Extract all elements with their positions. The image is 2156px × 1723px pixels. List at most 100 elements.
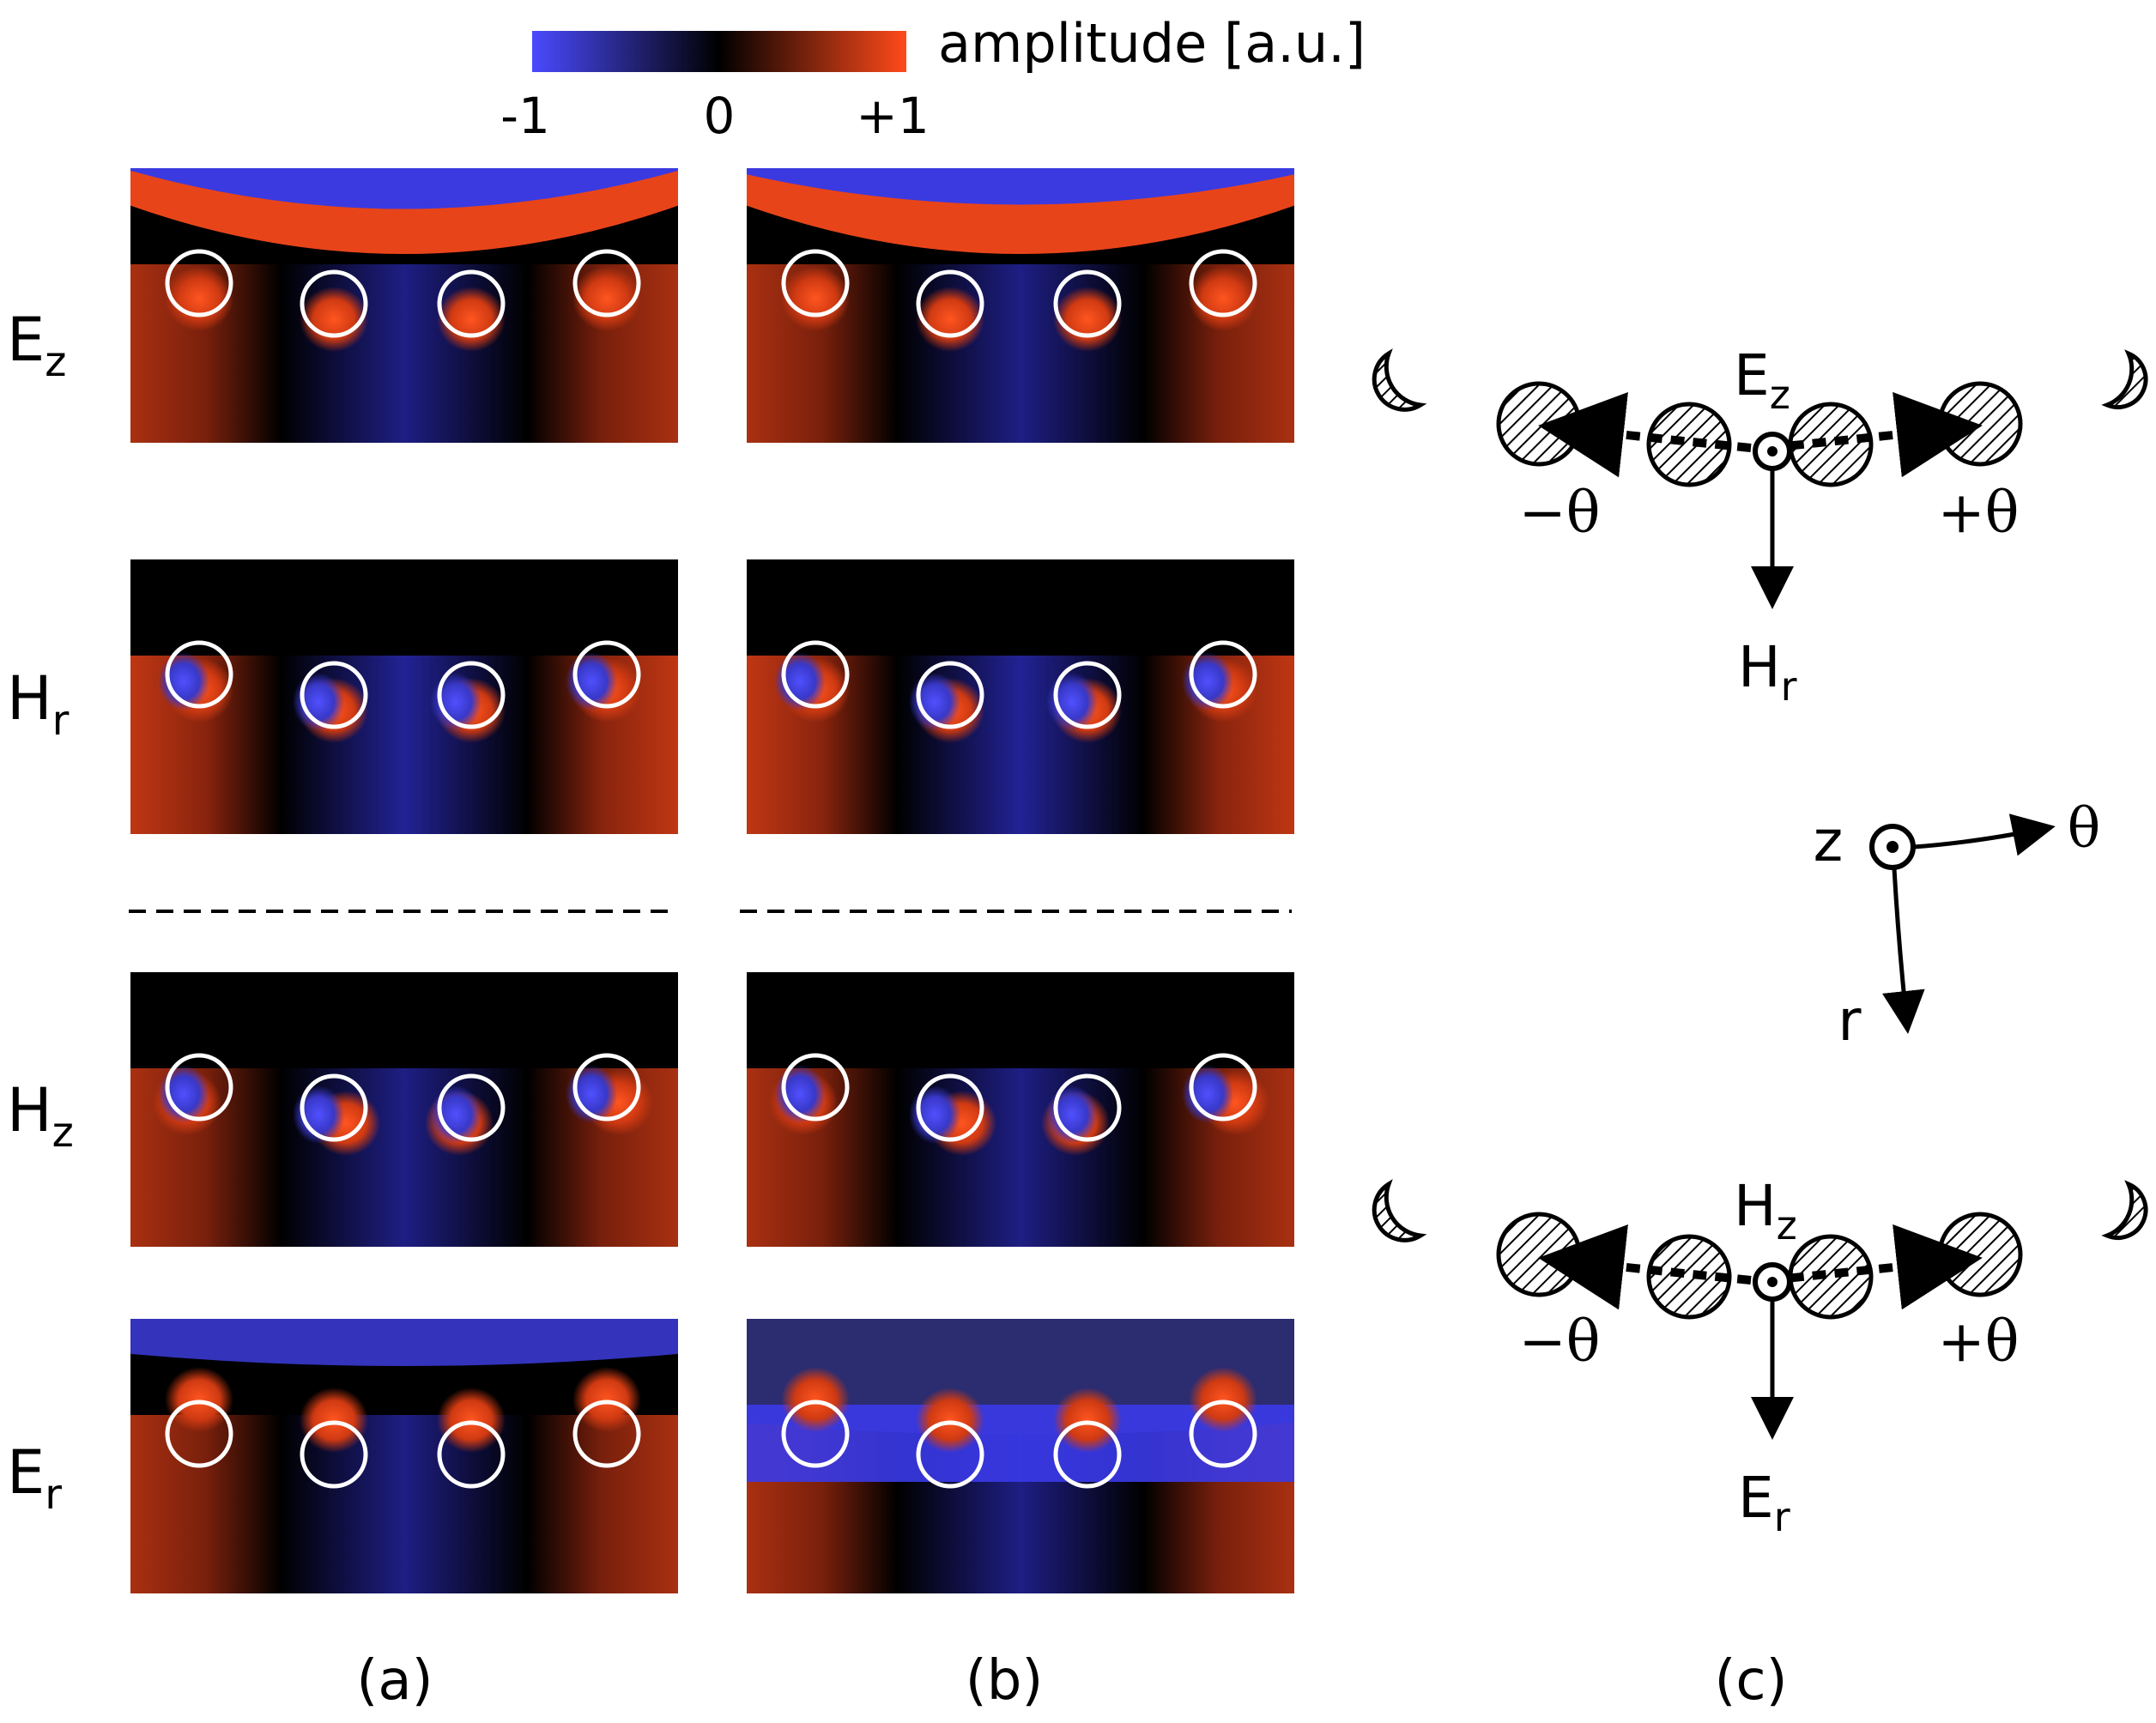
arrow-minus-theta-bottom [1538, 1224, 1752, 1310]
colorbar: amplitude [a.u.] -1 0 +1 [500, 12, 1366, 145]
out-of-plane-dot [1767, 446, 1777, 456]
panel-top-band-red [747, 174, 1294, 254]
arrow-minus-theta-top [1538, 391, 1752, 478]
field-coldspot [1182, 652, 1233, 710]
field-coldspot [158, 652, 209, 710]
rod-outline [1189, 640, 1257, 709]
rod-outline [781, 249, 850, 317]
field-coldspot [1182, 1065, 1233, 1123]
field-coldspot [1046, 1085, 1098, 1144]
field-hotspot [300, 287, 368, 352]
field-hotspot [781, 1367, 850, 1432]
label-minus-theta-bottom: −θ [1518, 1309, 1600, 1375]
field-coldspot [774, 1065, 826, 1123]
rod-inner-left-bottom [1646, 1234, 1732, 1320]
field-hotspot [437, 287, 506, 352]
rod-outer-left-bottom [1496, 1212, 1582, 1297]
rod-outline [1053, 1073, 1122, 1142]
rod-outline [572, 640, 641, 709]
rod-outline [572, 249, 641, 317]
field-hotspot [916, 1387, 984, 1453]
rod-outer-left-top [1496, 381, 1582, 467]
rod-outline [1189, 249, 1257, 317]
field-coldspot [430, 1085, 481, 1144]
colorbar-tick-min: -1 [500, 87, 550, 145]
rod-outer-right-bottom [1937, 1212, 2023, 1297]
axis-label-z: z [1814, 808, 1844, 874]
row-labels: Ez Hr Hz Er [7, 305, 74, 1519]
field-coldspot [774, 652, 826, 710]
rod-outline [1053, 269, 1122, 338]
field-hotspot [1053, 287, 1122, 352]
rod-outline [437, 269, 506, 338]
rod-outline [165, 249, 233, 317]
field-hotspot [1189, 266, 1257, 331]
field-panel-hz-b [747, 972, 1294, 1247]
rod-outline [781, 1400, 850, 1468]
field-panel-hr-a [130, 559, 678, 834]
label-plus-theta-top: +θ [1937, 480, 2019, 546]
axis-r-arrow [1881, 868, 1925, 1034]
rod-outline [572, 1400, 641, 1468]
rod-outline [165, 1400, 233, 1468]
rod-outline [572, 1053, 641, 1121]
axis-theta-arrow [1913, 813, 2056, 856]
field-coldspot [566, 652, 617, 710]
rod-outline [300, 269, 368, 338]
field-panel-er-b [747, 1319, 1294, 1593]
row-label-er: Er [7, 1437, 62, 1519]
field-coldspot [909, 1085, 960, 1144]
colorbar-tick-mid: 0 [704, 87, 736, 145]
rod-inner-left-top [1646, 402, 1732, 487]
field-hotspot [300, 1387, 368, 1453]
field-panel-hz-a [130, 972, 678, 1247]
panel-stripes [130, 1415, 678, 1593]
diagram-top: Ez Hr −θ +θ [1372, 342, 2148, 710]
field-hotspot [165, 266, 233, 331]
field-hotspot [781, 266, 850, 331]
rod-outline [916, 661, 984, 729]
panel-top-band [130, 1319, 678, 1366]
field-hotspot [1189, 1367, 1257, 1432]
field-coldspot [158, 1065, 209, 1123]
field-coldspot [566, 1065, 617, 1123]
label-arrow-top: Hr [1738, 634, 1797, 710]
rod-outline [165, 1053, 233, 1121]
field-hotspot [1053, 1387, 1122, 1453]
rod-outline [300, 1073, 368, 1142]
field-coldspot [909, 673, 960, 731]
rod-outline [300, 661, 368, 729]
axis-origin-dot [1886, 841, 1899, 853]
field-panel-ez-b [747, 168, 1294, 443]
out-of-plane-dot-bottom [1767, 1277, 1777, 1287]
rod-outline [1189, 1053, 1257, 1121]
field-coldspot [293, 1085, 344, 1144]
rod-outline [916, 269, 984, 338]
label-plus-theta-bottom: +θ [1937, 1309, 2019, 1375]
label-center-bottom: Hz [1734, 1173, 1797, 1248]
rod-outline [300, 1420, 368, 1489]
panel-label-c: (c) [1714, 1649, 1787, 1713]
row-label-hr: Hr [7, 663, 70, 745]
rod-outline [916, 1420, 984, 1489]
field-coldspot [1046, 673, 1098, 731]
rod-outline [781, 640, 850, 709]
edge-rod-right-bottom [2101, 1180, 2148, 1240]
rod-outline [1189, 1400, 1257, 1468]
rod-outline [916, 1073, 984, 1142]
label-arrow-bottom: Er [1738, 1465, 1790, 1540]
field-coldspot [430, 673, 481, 731]
rod-outline [437, 1420, 506, 1489]
row-label-ez: Ez [7, 305, 66, 386]
axis-label-r: r [1838, 988, 1862, 1054]
panel-label-a: (a) [356, 1649, 433, 1713]
field-hotspot [572, 266, 641, 331]
edge-rod-left-top [1372, 348, 1427, 412]
edge-rod-left-bottom [1372, 1179, 1427, 1242]
coordinate-axes: z θ r [1814, 797, 2101, 1054]
panel-label-b: (b) [966, 1649, 1044, 1713]
colorbar-tick-max: +1 [856, 87, 930, 145]
rod-outline [1053, 1420, 1122, 1489]
field-panel-er-a [130, 1319, 678, 1593]
